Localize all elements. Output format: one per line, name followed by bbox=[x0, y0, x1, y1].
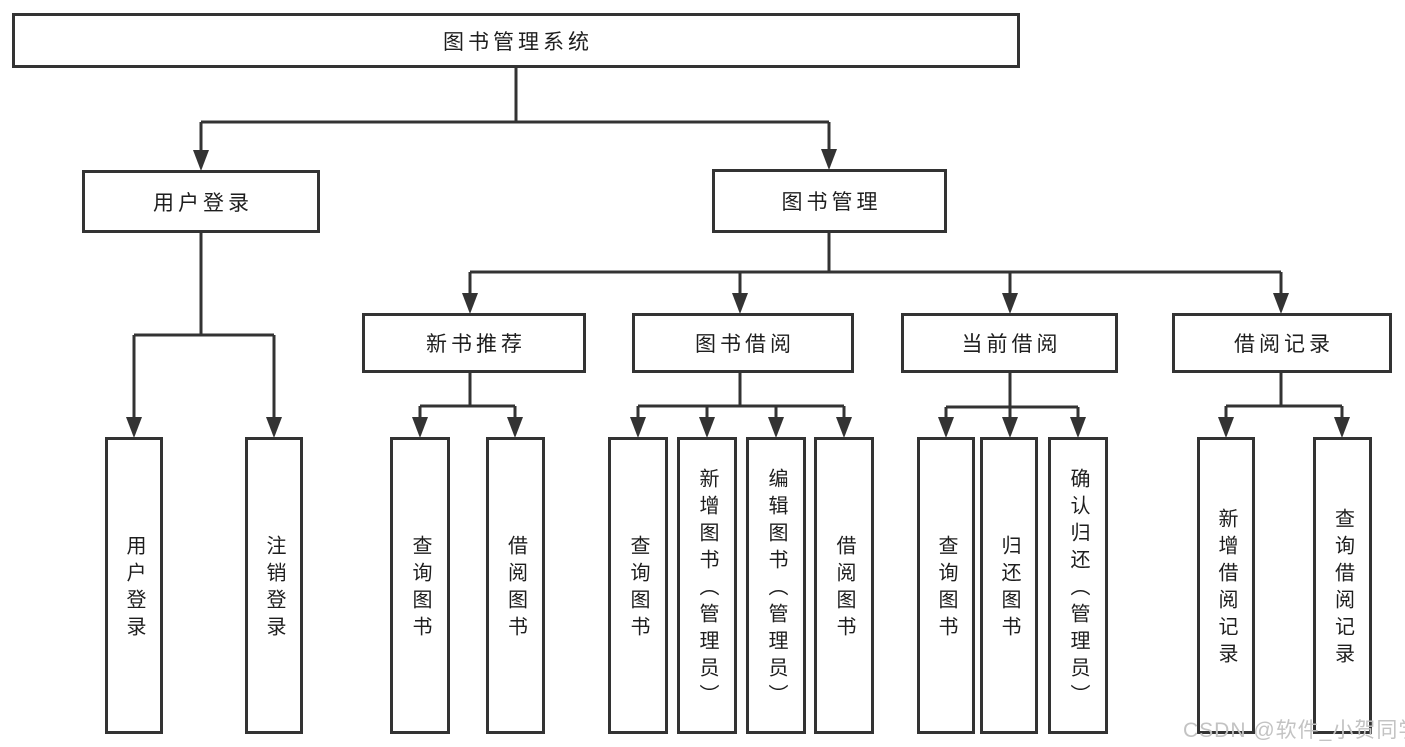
arrowhead bbox=[193, 150, 209, 171]
node-label: 新增借阅记录 bbox=[1215, 508, 1237, 670]
arrowhead bbox=[1002, 293, 1018, 314]
node-label: 图书管理 bbox=[781, 191, 882, 214]
node-library-management-system: 图书管理系统 bbox=[12, 13, 1020, 68]
arrowhead bbox=[768, 417, 784, 438]
leaf-logout: 注销登录 bbox=[245, 437, 303, 734]
csdn-watermark: CSDN @软件_小贺同学 bbox=[1183, 719, 1405, 742]
arrowhead bbox=[462, 293, 478, 314]
leaf-borrow-books-recommend: 借阅图书 bbox=[486, 437, 545, 734]
node-label: 用户登录 bbox=[123, 535, 145, 643]
leaf-query-books-recommend: 查询图书 bbox=[390, 437, 450, 734]
arrowhead bbox=[732, 293, 748, 314]
node-label: 图书借阅 bbox=[695, 333, 795, 356]
node-label: 当前借阅 bbox=[961, 333, 1062, 356]
arrowhead bbox=[266, 417, 282, 438]
node-label: 用户登录 bbox=[153, 191, 253, 215]
node-label: 查询图书 bbox=[409, 535, 431, 643]
leaf-confirm-return-admin: 确认归还（管理员） bbox=[1048, 437, 1108, 734]
node-label: 确认归还（管理员） bbox=[1067, 467, 1089, 711]
node-label: 查询图书 bbox=[627, 535, 649, 643]
arrowhead bbox=[1218, 417, 1234, 438]
node-new-book-recommend: 新书推荐 bbox=[362, 313, 586, 373]
node-label: 查询借阅记录 bbox=[1331, 508, 1354, 670]
leaf-return-books: 归还图书 bbox=[980, 437, 1038, 734]
arrowhead bbox=[938, 417, 954, 438]
arrowhead bbox=[1273, 293, 1289, 314]
arrowhead bbox=[1002, 417, 1018, 438]
leaf-user-login: 用户登录 bbox=[105, 437, 163, 734]
arrowhead bbox=[630, 417, 646, 438]
node-label: 新增图书（管理员） bbox=[696, 467, 718, 711]
arrowhead bbox=[699, 417, 715, 438]
arrowhead bbox=[1070, 417, 1086, 438]
leaf-add-books-admin: 新增图书（管理员） bbox=[677, 437, 737, 734]
node-book-management: 图书管理 bbox=[712, 169, 947, 233]
leaf-borrow-books: 借阅图书 bbox=[814, 437, 874, 734]
leaf-query-borrow-record: 查询借阅记录 bbox=[1313, 437, 1372, 734]
node-label: 查询图书 bbox=[935, 535, 957, 643]
leaf-edit-books-admin: 编辑图书（管理员） bbox=[746, 437, 806, 734]
node-borrowing-records: 借阅记录 bbox=[1172, 313, 1392, 373]
node-user-login: 用户登录 bbox=[82, 170, 320, 233]
node-label: 图书管理系统 bbox=[443, 30, 593, 54]
arrowhead bbox=[412, 417, 428, 438]
arrowhead bbox=[507, 417, 523, 438]
node-label: 编辑图书（管理员） bbox=[765, 467, 787, 711]
leaf-query-books-borrowing: 查询图书 bbox=[608, 437, 668, 734]
node-label: 借阅记录 bbox=[1234, 333, 1334, 356]
node-current-borrowing: 当前借阅 bbox=[901, 313, 1118, 373]
arrowhead bbox=[836, 417, 852, 438]
node-book-borrowing: 图书借阅 bbox=[632, 313, 854, 373]
node-label: 借阅图书 bbox=[504, 535, 527, 643]
node-label: 注销登录 bbox=[263, 535, 285, 643]
arrowhead bbox=[821, 149, 837, 170]
node-label: 归还图书 bbox=[998, 535, 1020, 643]
leaf-query-books-current: 查询图书 bbox=[917, 437, 975, 734]
node-label: 借阅图书 bbox=[833, 535, 855, 643]
leaf-add-borrow-record: 新增借阅记录 bbox=[1197, 437, 1255, 734]
arrowhead bbox=[1334, 417, 1350, 438]
node-label: 新书推荐 bbox=[426, 333, 526, 356]
arrowhead bbox=[126, 417, 142, 438]
